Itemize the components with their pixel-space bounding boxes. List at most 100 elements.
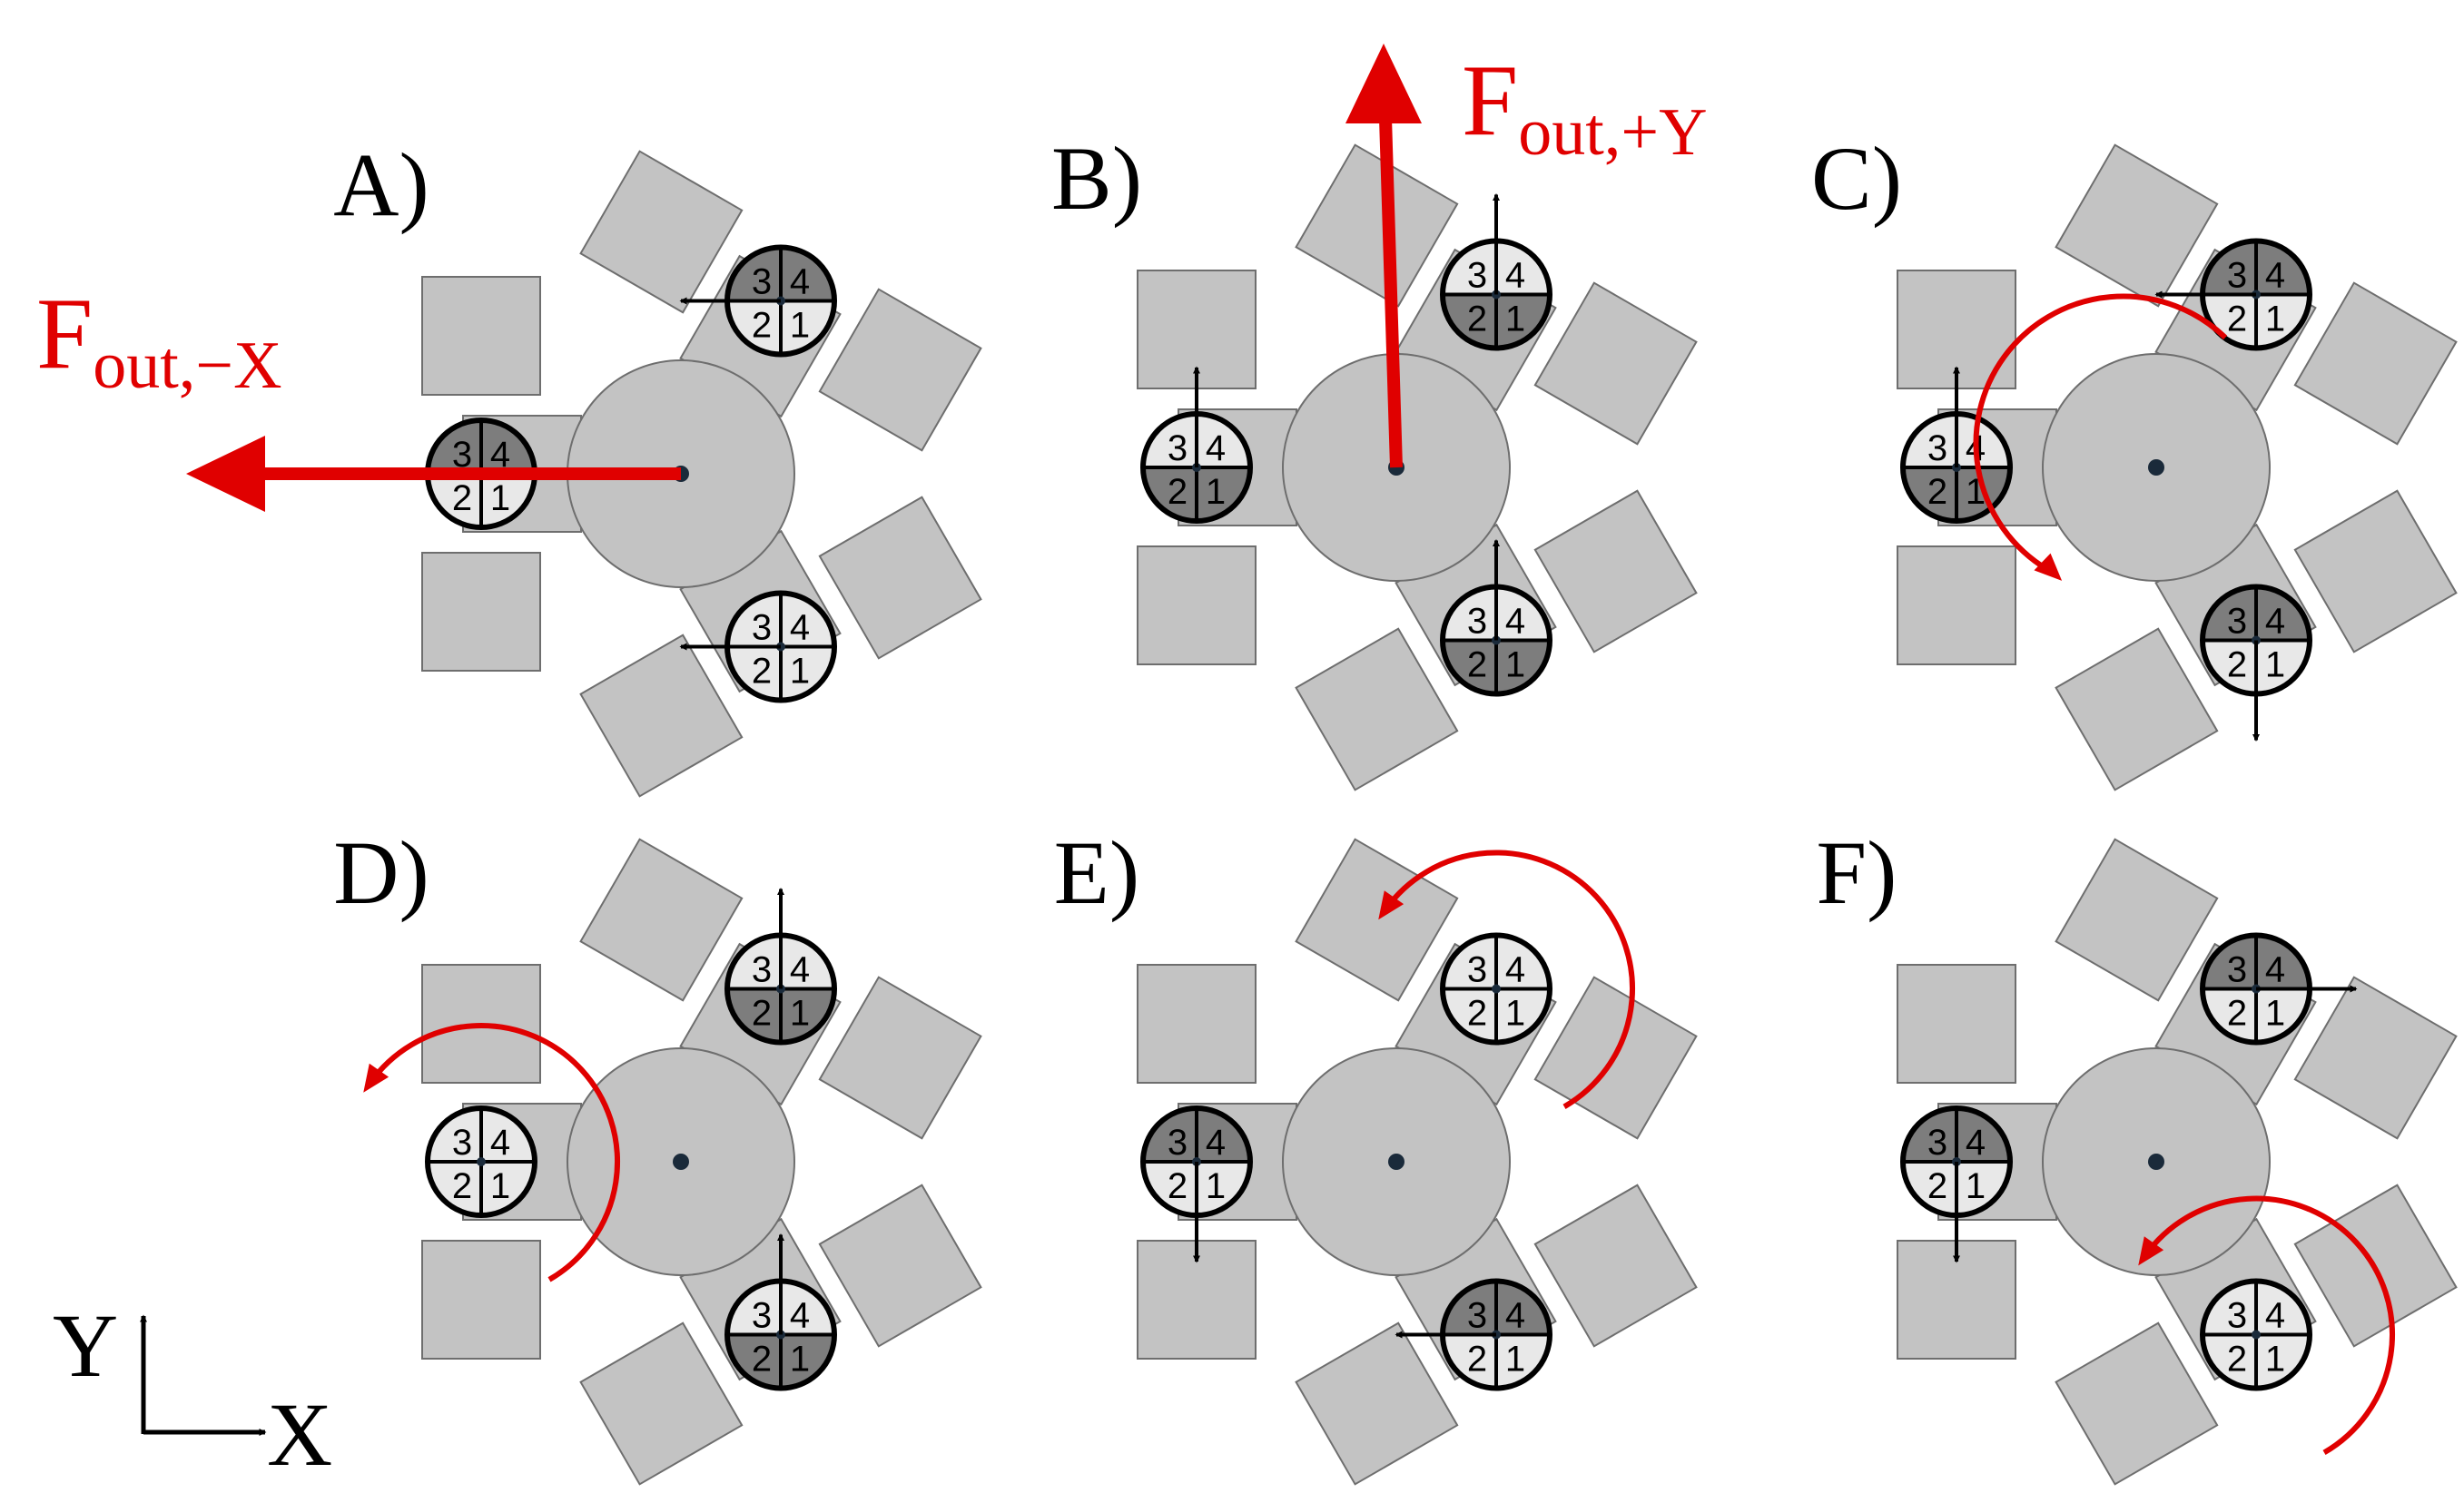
quadrant-number: 1 [1505,299,1525,339]
quadrant-4 [781,1281,834,1335]
quadrant-number: 1 [1206,1166,1226,1206]
quadrant-number: 3 [1467,1296,1487,1336]
quadrant-4 [2256,1281,2310,1335]
quadrant-number: 1 [2265,645,2285,685]
quadrant-2 [1443,640,1496,694]
quadrant-number: 4 [2265,255,2285,295]
quadrant-1 [781,646,834,701]
quadrant-1 [781,300,834,355]
arm-block [1295,1321,1459,1486]
quadrant-3 [1443,241,1496,295]
module-center-dot [2252,1330,2261,1340]
quadrant-1 [781,988,834,1043]
quadrant-2 [428,474,481,527]
quadrant-number: 1 [2265,299,2285,339]
arm-block [579,838,744,1002]
quadrant-1 [2256,294,2310,349]
quadrant-number: 4 [1505,255,1525,295]
arm-block [1137,545,1257,665]
quadrant-2 [1143,1162,1197,1215]
force-label-main: F [36,278,93,390]
quadrant-number: 3 [2227,949,2247,989]
arm-block [1533,281,1698,446]
quadrant-number: 2 [1467,645,1487,685]
quadrant-1 [2256,640,2310,694]
quadrant-2 [2203,1334,2256,1389]
quadrant-1 [481,474,535,527]
quadrant-2 [1143,467,1197,521]
force-label-a: Fout,−X [36,278,282,403]
arm-block [2055,838,2219,1002]
quadrant-2 [2203,294,2256,349]
arm-block [2055,1321,2219,1486]
quadrant-number: 2 [452,478,472,518]
robot-body [1897,143,2458,791]
quadrant-1 [2256,1334,2310,1389]
quadrant-number: 2 [452,1166,472,1206]
panel-label: A) [333,134,429,235]
quadrant-3 [1143,414,1197,467]
quadrant-3 [428,1108,481,1162]
quadrant-3 [727,247,781,301]
quadrant-3 [428,420,481,474]
arm-block [1897,545,2016,665]
quadrant-3 [1443,586,1496,641]
arm-left [421,964,582,1360]
quadrant-number: 4 [790,949,810,989]
quadrant-4 [781,935,834,989]
quadrant-1 [1197,467,1250,521]
quadrant-number: 4 [790,608,810,648]
quadrant-number: 3 [1467,949,1487,989]
quadrant-4 [1956,1108,2010,1162]
arm-block [818,288,982,452]
quadrant-number: 1 [1505,1340,1525,1380]
arm-block [1295,838,1459,1002]
hub-center-dot [673,1154,689,1170]
quadrant-number: 2 [1168,1166,1188,1206]
quadrant-4 [481,1108,535,1162]
quadrant-3 [2203,1281,2256,1335]
arm-block [2293,976,2458,1140]
rotation-arrow-ccw [1973,293,2228,576]
quadrant-3 [727,1281,781,1335]
quadrant-number: 4 [490,435,510,475]
quadrant-number: 2 [1467,993,1487,1033]
quadrant-number: 3 [452,1123,472,1163]
quadrant-number: 4 [1206,428,1226,468]
quadrant-number: 1 [1206,472,1226,512]
rotation-arrow-ccw [2142,1195,2395,1456]
module-center-dot [1492,984,1501,994]
arm-block [1295,143,1459,308]
arm-block [421,552,541,672]
rotation-arrow-ccw-head [2138,1236,2164,1266]
quadrant-4 [1496,1281,1550,1335]
force-arrow-head [186,436,265,512]
quadrant-number: 2 [752,1340,772,1380]
panel-label: F) [1817,822,1897,923]
arm-block [2293,281,2458,446]
module-center-dot [477,1157,486,1166]
force-label-b: Fout,+Y [1462,44,1708,170]
quadrant-number: 1 [490,1166,510,1206]
quadrant-number: 4 [1966,1123,1986,1163]
quadrant-number: 3 [1927,428,1947,468]
arm-block [2055,627,2219,791]
quadrant-number: 3 [1467,255,1487,295]
panel-label: C) [1811,128,1902,229]
quadrant-number: 3 [752,261,772,301]
quadrant-3 [1443,1281,1496,1335]
quadrant-2 [727,1334,781,1389]
rotation-arrow-ccw [367,1023,620,1282]
hub-center-dot [2148,459,2164,476]
